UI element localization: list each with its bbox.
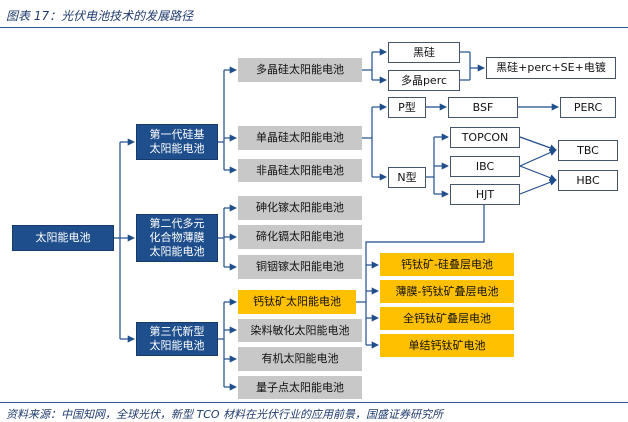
node-mono-si: 单晶硅太阳能电池 [238, 126, 362, 150]
connector-hjt-hbc [519, 178, 557, 195]
node-black-si: 黑硅 [388, 42, 460, 63]
node-perov-si-tandem: 钙钛矿-硅叠层电池 [380, 253, 514, 276]
node-tbc: TBC [558, 140, 618, 161]
node-gen1: 第一代硅基 太阳能电池 [136, 124, 218, 160]
node-ibc: IBC [450, 156, 520, 177]
node-p-type: P型 [388, 97, 426, 118]
node-n-type: N型 [388, 167, 426, 188]
node-perc: PERC [560, 97, 616, 118]
node-bsf: BSF [448, 97, 518, 118]
connector-ibc-tbc [519, 149, 557, 167]
node-topcon: TOPCON [450, 127, 520, 148]
caption-divider [0, 27, 628, 28]
source-divider [0, 402, 628, 403]
source-note: 资料来源：中国知网，全球光伏，新型 TCO 材料在光伏行业的应用前景，国盛证券研… [6, 408, 444, 421]
node-perovskite: 钙钛矿太阳能电池 [238, 290, 356, 314]
connector-topcon-tbc [519, 136, 557, 152]
node-all-perov-tandem: 全钙钛矿叠层电池 [380, 307, 514, 330]
node-amorphous-si: 非晶硅太阳能电池 [238, 159, 362, 182]
node-hbc: HBC [558, 170, 618, 191]
node-hjt: HJT [450, 184, 520, 205]
node-black-si-combo: 黑硅+perc+SE+电镀 [486, 57, 616, 79]
node-root: 太阳能电池 [12, 225, 114, 251]
node-organic: 有机太阳能电池 [238, 347, 362, 371]
node-poly-perc: 多晶perc [388, 70, 460, 91]
node-cdte: 碲化镉太阳能电池 [238, 225, 362, 249]
node-gaas: 砷化镓太阳能电池 [238, 196, 362, 220]
node-cigs: 铜铟镓太阳能电池 [238, 255, 362, 279]
node-gen2: 第二代多元 化合物薄膜 太阳能电池 [136, 214, 218, 262]
figure-caption: 图表 17：光伏电池技术的发展路径 [6, 9, 194, 23]
node-single-perov: 单结钙钛矿电池 [380, 334, 514, 357]
node-thinfilm-perov-tandem: 薄膜-钙钛矿叠层电池 [380, 280, 514, 303]
connector-root-trunk [114, 142, 121, 339]
node-dye: 染料敏化太阳能电池 [238, 319, 362, 342]
node-quantum-dot: 量子点太阳能电池 [238, 376, 362, 399]
node-poly-si: 多晶硅太阳能电池 [238, 58, 362, 82]
connector-ibc-hbc [519, 165, 557, 182]
connector-hjt-tandem [365, 202, 485, 265]
node-gen3: 第三代新型 太阳能电池 [136, 322, 218, 356]
